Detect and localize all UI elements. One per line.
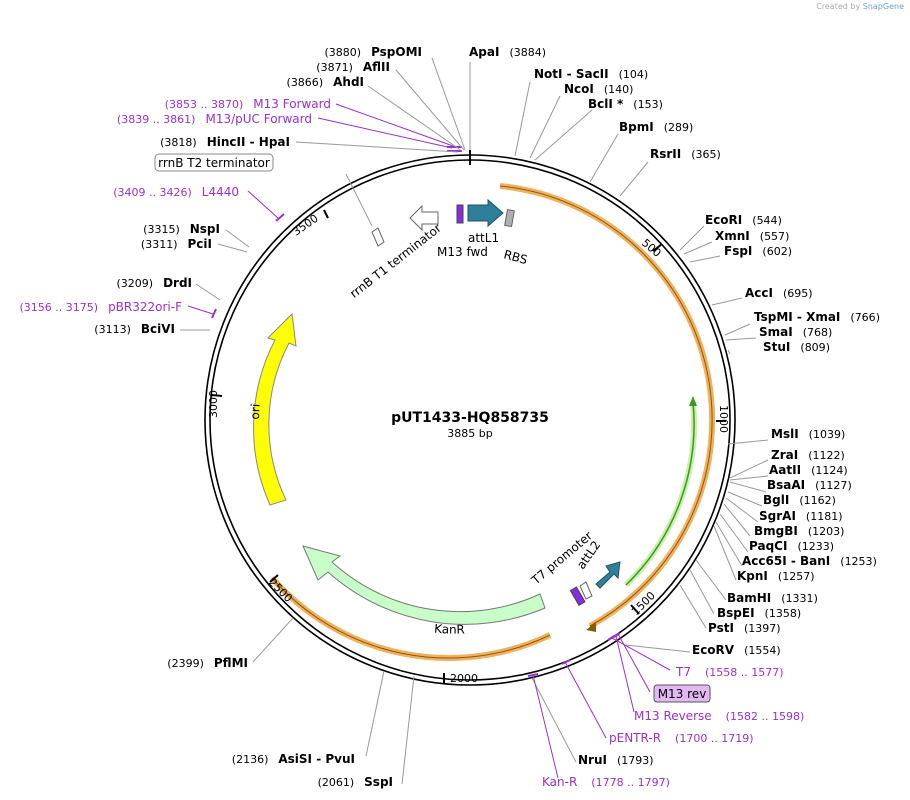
enzyme-smai: SmaI(768) xyxy=(759,325,832,339)
enzyme-labels-right: ApaI(3884) NotI - SacII(104) NcoI(140) B… xyxy=(469,45,880,767)
rrnb-t1-small-arrow xyxy=(371,227,385,247)
primer-labels: (3853 .. 3870)M13 Forward (3839 .. 3861)… xyxy=(20,97,805,789)
enzyme-ecori: EcoRI(544) xyxy=(705,213,782,227)
enzyme-bmgbi: BmgBI(1203) xyxy=(754,524,844,538)
primer-leaders xyxy=(187,103,671,779)
orange-feature xyxy=(499,183,716,629)
enzyme-nspi: (3315)NspI xyxy=(143,222,220,236)
enzyme-pspomi: (3880)PspOMI xyxy=(324,45,422,59)
enzyme-bamhi: BamHI(1331) xyxy=(727,591,818,605)
m13-rev-label: M13 rev xyxy=(658,687,707,701)
enzyme-leaders xyxy=(180,57,769,785)
enzyme-aatii: AatII(1124) xyxy=(769,463,848,477)
tick-3000: 3000 xyxy=(207,390,220,418)
enzyme-kpni: KpnI(1257) xyxy=(737,569,815,583)
orange-feature-core xyxy=(499,185,713,627)
enzyme-zrai: ZraI(1122) xyxy=(771,448,845,462)
tick-3500: 3500 xyxy=(290,212,320,239)
enzyme-ecorv: EcoRV(1554) xyxy=(692,643,781,657)
enzyme-bpmi: BpmI(289) xyxy=(619,120,693,134)
enzyme-ncoi: NcoI(140) xyxy=(564,82,633,96)
kanr-feature xyxy=(302,545,546,625)
enzyme-noti-sacii: NotI - SacII(104) xyxy=(534,67,648,81)
primer-m13-puc-forward: (3839 .. 3861)M13/pUC Forward xyxy=(117,112,312,126)
enzyme-asisi-pvui: (2136)AsiSI - PvuI xyxy=(232,752,355,766)
ori-feature xyxy=(253,312,297,506)
attl1-label: attL1 xyxy=(468,231,499,245)
rbs-marker xyxy=(504,209,515,228)
enzyme-drdi: (3209)DrdI xyxy=(116,276,192,290)
enzyme-bsaai: BsaAI(1127) xyxy=(767,478,852,492)
rrnb-t2-label: rrnB T2 terminator xyxy=(158,156,270,170)
m13-rev-box: M13 rev xyxy=(653,684,711,703)
enzyme-fspi: FspI(602) xyxy=(724,244,792,258)
enzyme-tspmi-xmai: TspMI - XmaI(766) xyxy=(754,310,880,324)
enzyme-aflii: (3871)AflII xyxy=(316,60,390,74)
green-feature-head xyxy=(689,396,697,406)
enzyme-bgli: BglI(1162) xyxy=(763,493,836,507)
enzyme-hincii-hpai: (3818)HincII - HpaI xyxy=(160,135,290,149)
credit-brand: SnapGene xyxy=(862,2,904,11)
credit: Created by SnapGene xyxy=(816,2,904,11)
primer-pbr322ori-f: (3156 .. 3175)pBR322ori-F xyxy=(20,300,183,314)
m13-fwd-label: M13 fwd xyxy=(437,245,488,259)
enzyme-msli: MslI(1039) xyxy=(771,427,845,441)
enzyme-labels-left: (3880)PspOMI (3871)AflII (3866)AhdI (381… xyxy=(94,45,422,789)
enzyme-acc65i-bani: Acc65I - BanI(1253) xyxy=(742,554,877,568)
primer-kan-r: Kan-R(1778 .. 1797) xyxy=(542,775,670,789)
green-feature-core xyxy=(625,401,695,586)
enzyme-apai: ApaI(3884) xyxy=(469,45,546,59)
enzyme-bcli: BclI *(153) xyxy=(588,97,663,111)
rrnb-t2-box: rrnB T2 terminator xyxy=(154,153,274,172)
enzyme-nrui: NruI(1793) xyxy=(578,753,654,767)
enzyme-sspi: (2061)SspI xyxy=(318,775,393,789)
enzyme-ahdi: (3866)AhdI xyxy=(287,75,364,89)
rbs-label: RBS xyxy=(502,247,529,267)
plasmid-length: 3885 bp xyxy=(447,427,492,440)
primer-t7: T7(1558 .. 1577) xyxy=(675,665,784,679)
enzyme-pcii: (3311)PciI xyxy=(141,237,212,251)
enzyme-sgrai: SgrAI(1181) xyxy=(759,509,843,523)
attl1-arrow xyxy=(467,198,504,228)
rrnb-t1-label: rrnB T1 terminator xyxy=(347,221,444,301)
m13-fwd-marker xyxy=(456,204,464,224)
enzyme-bspei: BspEI(1358) xyxy=(717,606,801,620)
primer-m13-reverse: M13 Reverse(1582 .. 1598) xyxy=(634,709,804,723)
enzyme-stui: StuI(809) xyxy=(763,340,830,354)
primer-l4440: (3409 .. 3426)L4440 xyxy=(113,185,239,199)
plasmid-name: pUT1433-HQ858735 xyxy=(391,410,549,426)
attl2-arrow xyxy=(595,561,621,589)
green-feature xyxy=(623,401,698,588)
ori-label: ori xyxy=(248,403,263,420)
enzyme-acci: AccI(695) xyxy=(745,286,813,300)
primer-m13-forward: (3853 .. 3870)M13 Forward xyxy=(165,97,331,111)
enzyme-rsrii: RsrII(365) xyxy=(650,147,721,161)
enzyme-paqci: PaqCI(1233) xyxy=(749,539,834,553)
enzyme-pflmi: (2399)PflMI xyxy=(167,656,248,670)
t7-marker xyxy=(569,586,586,606)
tick-1000: 1000 xyxy=(717,405,730,433)
enzyme-bcivi: (3113)BciVI xyxy=(94,322,175,336)
orange-feature-bottom-core xyxy=(271,577,551,659)
kanr-label: KanR xyxy=(434,622,465,637)
t7-promoter-arrow xyxy=(579,581,593,600)
enzyme-psti: PstI(1397) xyxy=(708,621,781,635)
orange-feature-head xyxy=(586,622,596,632)
tick-marks xyxy=(211,209,726,683)
tick-2000: 2000 xyxy=(450,672,478,685)
credit-text: Created by xyxy=(816,2,861,11)
rrnb-t1-arrow xyxy=(409,204,439,232)
enzyme-xmni: XmnI(557) xyxy=(715,229,789,243)
primer-pentr-r: pENTR-R(1700 .. 1719) xyxy=(609,731,754,745)
